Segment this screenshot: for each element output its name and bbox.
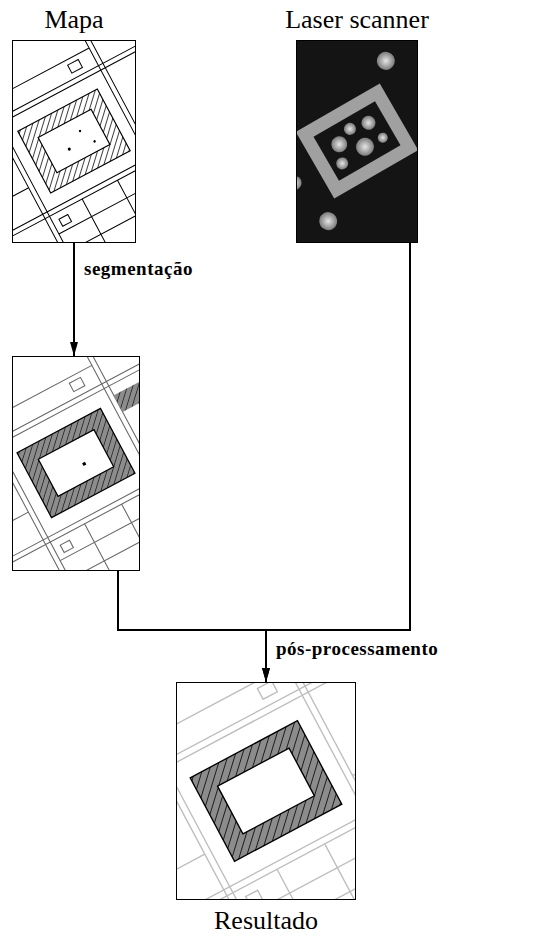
arrow-label: pós-processamento [274, 638, 440, 660]
image-heading: Laser scanner [285, 6, 429, 35]
segmented-map-image [12, 356, 140, 571]
flow-arrow [118, 571, 266, 682]
result-image [176, 682, 356, 900]
laser-scan-image [296, 40, 418, 243]
flow-arrow [266, 243, 410, 682]
arrow-label: segmentação [82, 258, 195, 280]
map-image [12, 40, 136, 243]
image-frame [12, 356, 140, 571]
image-frame: Laser scanner [296, 40, 418, 243]
image-heading: Resultado [214, 907, 318, 936]
image-frame: Mapa [12, 40, 136, 243]
image-frame: Resultado [176, 682, 356, 900]
image-heading: Mapa [44, 6, 103, 35]
flow-arrow [73, 243, 75, 356]
